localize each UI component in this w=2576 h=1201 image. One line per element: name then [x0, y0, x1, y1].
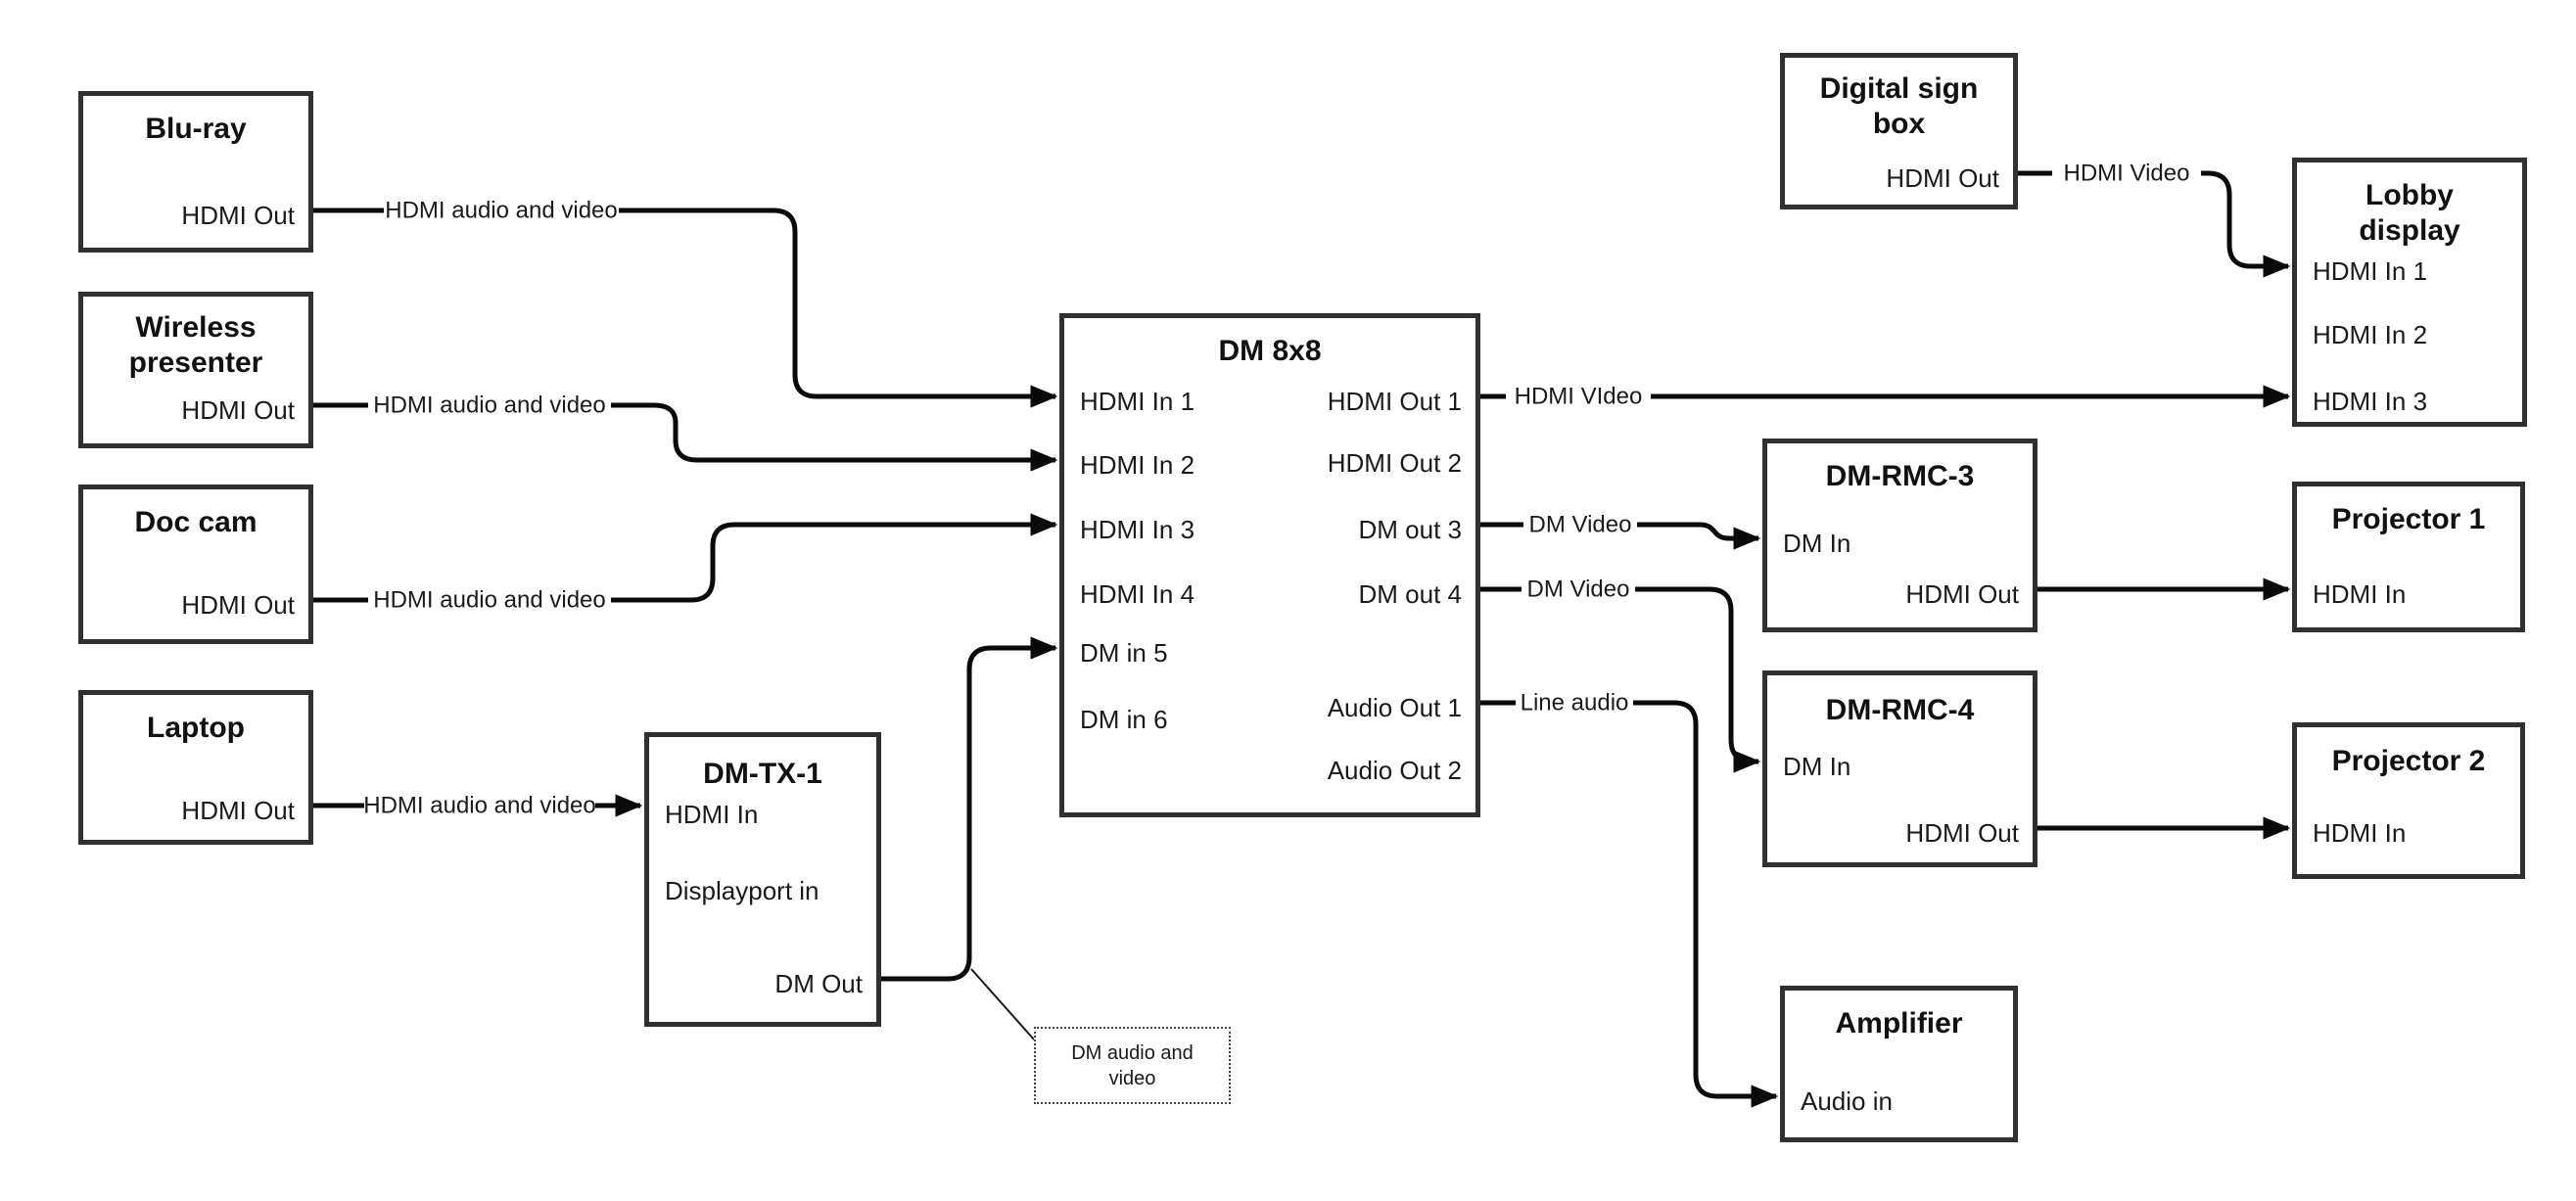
- port-dm8x8-audio-out-2: Audio Out 2: [1327, 756, 1462, 785]
- node-title: Wireless presenter: [128, 311, 263, 379]
- callout-text: DM audio and video: [1071, 1041, 1194, 1089]
- wire-label-bg: [368, 391, 611, 420]
- node-title: Digital sign box: [1819, 72, 1979, 140]
- port-dm8x8-hdmi-in-3: HDMI In 3: [1080, 515, 1195, 544]
- port-dm8x8-audio-out-1: Audio Out 1: [1327, 693, 1462, 722]
- callout-leader-line: [970, 968, 1035, 1040]
- wire-label-dm-out-3: DM Video: [1529, 512, 1632, 538]
- port-wireless-hdmi-out: HDMI Out: [181, 395, 295, 425]
- node-title: Blu-ray: [145, 113, 247, 145]
- port-dmtx1-displayport-in: Displayport in: [665, 876, 820, 905]
- node-title: Projector 1: [2331, 503, 2486, 535]
- node-dm-tx-1: DM-TX-1 HDMI In Displayport in DM Out: [644, 732, 881, 1027]
- wire-label-bluray: HDMI audio and video: [385, 198, 617, 224]
- port-bluray-hdmi-out: HDMI Out: [181, 201, 295, 230]
- port-rmc3-dm-in: DM In: [1783, 529, 1851, 558]
- port-dmtx1-hdmi-in: HDMI In: [665, 800, 759, 829]
- wire-label-digitalsign: HDMI Video: [2064, 161, 2190, 187]
- port-lobby-hdmi-in-1: HDMI In 1: [2313, 256, 2428, 286]
- port-dm8x8-hdmi-out-2: HDMI Out 2: [1327, 448, 1462, 478]
- node-amplifier: Amplifier Audio in: [1780, 986, 2018, 1142]
- port-dm8x8-hdmi-in-1: HDMI In 1: [1080, 387, 1195, 416]
- wire-label-bg: [368, 585, 611, 615]
- node-wireless-presenter: Wireless presenter HDMI Out: [78, 292, 313, 448]
- node-lobby-display: Lobby display HDMI In 1 HDMI In 2 HDMI I…: [2292, 158, 2527, 427]
- node-title: DM-RMC-3: [1825, 460, 1975, 492]
- node-doc-cam: Doc cam HDMI Out: [78, 485, 313, 644]
- node-title: Projector 2: [2331, 745, 2486, 777]
- wire-doccam-to-dm8x8: [313, 513, 1058, 603]
- wire-wireless-to-dm8x8: [313, 402, 1058, 472]
- wire-label-dm-out-4: DM Video: [1527, 577, 1630, 603]
- port-amplifier-audio-in: Audio in: [1801, 1086, 1893, 1116]
- port-laptop-hdmi-out: HDMI Out: [181, 796, 295, 825]
- wire-label-bg: [1523, 510, 1637, 539]
- node-title: DM-RMC-4: [1825, 694, 1975, 726]
- port-dm8x8-hdmi-in-4: HDMI In 4: [1080, 579, 1195, 609]
- wire-label-laptop: HDMI audio and video: [363, 793, 595, 819]
- port-lobby-hdmi-in-2: HDMI In 2: [2313, 320, 2428, 349]
- port-rmc4-hdmi-out: HDMI Out: [1905, 818, 2019, 848]
- node-dm-8x8: DM 8x8 HDMI In 1 HDMI In 2 HDMI In 3 HDM…: [1059, 313, 1480, 817]
- port-rmc4-dm-in: DM In: [1783, 752, 1851, 781]
- port-dm8x8-hdmi-in-2: HDMI In 2: [1080, 450, 1195, 480]
- port-dm8x8-hdmi-out-1: HDMI Out 1: [1327, 387, 1462, 416]
- node-dm-rmc-4: DM-RMC-4 DM In HDMI Out: [1762, 670, 2037, 867]
- wire-label-bg: [364, 791, 595, 820]
- port-dm8x8-dm-out-3: DM out 3: [1358, 515, 1463, 544]
- port-dmtx1-dm-out: DM Out: [774, 969, 863, 998]
- node-bluray: Blu-ray HDMI Out: [78, 91, 313, 253]
- wire-label-wireless: HDMI audio and video: [373, 393, 605, 419]
- wire-audioout1-to-amplifier: [1480, 700, 1779, 1108]
- wire-label-doccam: HDMI audio and video: [373, 587, 605, 614]
- callout-dm-audio-video: DM audio and video: [1034, 1027, 1231, 1104]
- port-proj1-hdmi-in: HDMI In: [2313, 579, 2407, 609]
- wire-label-bg: [1522, 575, 1635, 604]
- wire-bluray-to-dm8x8: [313, 208, 1058, 408]
- node-title: DM 8x8: [1218, 335, 1322, 367]
- port-doccam-hdmi-out: HDMI Out: [181, 590, 295, 620]
- port-rmc3-hdmi-out: HDMI Out: [1905, 579, 2019, 609]
- wire-dmout3-to-rmc3: [1480, 522, 1761, 550]
- node-title: DM-TX-1: [703, 758, 822, 790]
- wire-label-audio-out-1: Line audio: [1521, 690, 1629, 716]
- node-title: Doc cam: [134, 506, 258, 538]
- wire-label-bg: [2052, 159, 2201, 188]
- node-title: Amplifier: [1835, 1007, 1963, 1039]
- wire-digitalsign-to-lobby: [2018, 170, 2291, 278]
- wire-label-bg: [1506, 382, 1651, 411]
- wire-dmtx1-to-dm8x8: [881, 636, 1058, 982]
- node-projector-1: Projector 1 HDMI In: [2292, 482, 2525, 632]
- node-title: Lobby display: [2359, 179, 2460, 247]
- wire-label-hdmi-out-1: HDMI VIdeo: [1515, 384, 1643, 410]
- node-projector-2: Projector 2 HDMI In: [2292, 722, 2525, 879]
- port-dm8x8-dm-in-6: DM in 6: [1080, 705, 1168, 734]
- node-title: Laptop: [147, 712, 245, 744]
- node-digital-sign-box: Digital sign box HDMI Out: [1780, 53, 2018, 209]
- node-laptop: Laptop HDMI Out: [78, 690, 313, 845]
- wire-label-bg: [384, 196, 619, 225]
- node-dm-rmc-3: DM-RMC-3 DM In HDMI Out: [1762, 439, 2037, 632]
- port-proj2-hdmi-in: HDMI In: [2313, 818, 2407, 848]
- wire-dmout4-to-rmc4: [1480, 586, 1761, 773]
- wire-label-bg: [1516, 688, 1633, 717]
- port-digitalsign-hdmi-out: HDMI Out: [1886, 163, 1999, 193]
- port-dm8x8-dm-out-4: DM out 4: [1358, 579, 1463, 609]
- port-dm8x8-dm-in-5: DM in 5: [1080, 638, 1168, 668]
- port-lobby-hdmi-in-3: HDMI In 3: [2313, 387, 2428, 416]
